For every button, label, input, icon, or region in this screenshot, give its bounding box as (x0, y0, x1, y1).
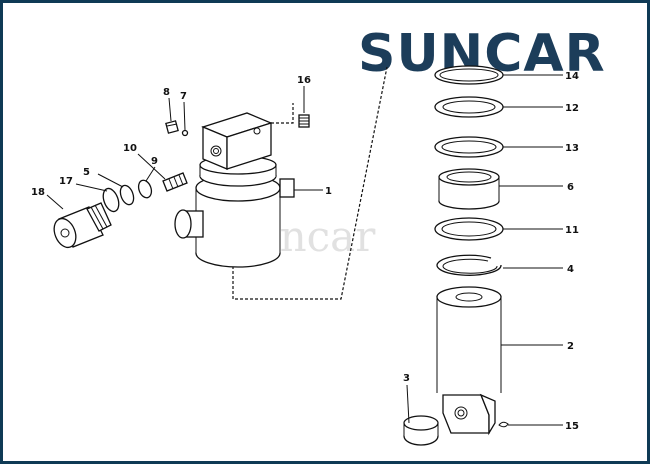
part-5-oring (119, 184, 135, 206)
callout-9: 9 (151, 156, 158, 167)
callout-11: 11 (565, 225, 579, 236)
part-17-backup-ring (102, 187, 120, 213)
part-13-ring (434, 136, 504, 158)
part-11-ring (434, 217, 504, 241)
part-16-screw (298, 114, 310, 128)
guide-line-main (232, 66, 388, 300)
part-4-snap-ring (436, 254, 502, 276)
callout-2: 2 (567, 341, 574, 352)
part-1-block (201, 112, 273, 170)
callout-16: 16 (297, 75, 311, 86)
leader-lines (46, 74, 563, 426)
guide-line-top (271, 103, 294, 124)
part-18-plug (53, 202, 112, 249)
part-14-ring (434, 65, 504, 85)
part-12-ring (434, 96, 504, 118)
part-9-oring (137, 179, 153, 199)
callout-4: 4 (567, 264, 574, 275)
callout-18: 18 (31, 187, 45, 198)
callout-10: 10 (123, 143, 137, 154)
exploded-parts-diagram: suncar SUNCAR (31, 24, 605, 446)
part-15-clip (498, 421, 509, 428)
callout-17: 17 (59, 176, 73, 187)
part-3-bushing (403, 415, 439, 446)
callout-12: 12 (565, 103, 579, 114)
callout-8: 8 (163, 87, 170, 98)
callout-3: 3 (403, 373, 410, 384)
callout-14: 14 (565, 71, 579, 82)
callout-1: 1 (325, 186, 332, 197)
part-7-ball (181, 129, 189, 137)
part-2-shaft (436, 286, 502, 436)
part-6-bushing (438, 168, 500, 210)
part-10-stem (162, 172, 188, 192)
callout-13: 13 (565, 143, 579, 154)
part-8-plug (165, 120, 179, 134)
callout-7: 7 (180, 91, 187, 102)
callout-6: 6 (567, 182, 574, 193)
part-1-body (174, 155, 295, 268)
callout-labels: 14 12 13 6 11 4 2 3 15 16 8 7 10 9 5 17 … (31, 71, 579, 432)
callout-5: 5 (83, 167, 90, 178)
callout-15: 15 (565, 421, 579, 432)
